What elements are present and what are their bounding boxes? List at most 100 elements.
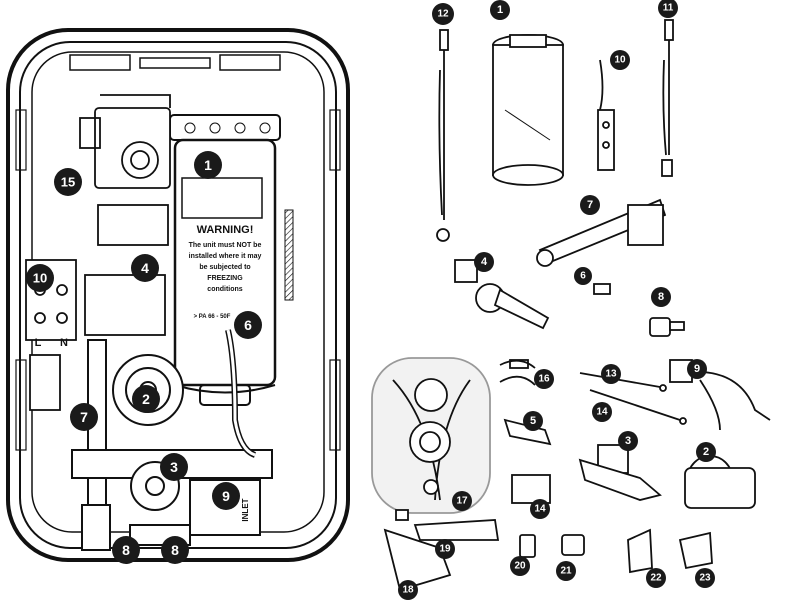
- part-leads-13-14: [579, 372, 687, 425]
- callout-marker: 1: [194, 151, 222, 179]
- callout-marker: 14: [530, 499, 550, 519]
- part-flow-valve-2: [684, 455, 756, 509]
- warning-label: WARNING! The unit must NOT be installed …: [189, 224, 262, 320]
- callout-label: 5: [530, 415, 536, 427]
- callout-marker: 4: [474, 252, 494, 272]
- callout-label: 17: [456, 496, 468, 507]
- callout-marker: 7: [580, 195, 600, 215]
- part-trim-19: [413, 519, 500, 541]
- callout-label: 14: [534, 504, 546, 515]
- callout-marker: 9: [212, 482, 240, 510]
- callout-label: 22: [650, 573, 662, 584]
- callout-marker: 21: [556, 561, 576, 581]
- part-outlet-pipe-7: [536, 198, 667, 267]
- part-thermal-lead-12: [436, 29, 450, 242]
- part-terminal-block-10: [597, 59, 615, 171]
- part-cover-20: [519, 534, 536, 558]
- callout-label: 18: [402, 585, 414, 596]
- callout-label: 8: [122, 542, 130, 558]
- part-cover-22: [627, 528, 653, 574]
- callout-marker: 6: [574, 267, 592, 285]
- callout-label: 8: [658, 291, 664, 303]
- part-block-14: [511, 474, 551, 504]
- terminal-live-label: L: [35, 337, 42, 349]
- part-clip-6: [593, 283, 611, 295]
- callout-marker: 17: [452, 491, 472, 511]
- callout-marker: 12: [432, 3, 454, 25]
- part-solenoid-3: [578, 444, 662, 501]
- callout-marker: 6: [234, 311, 262, 339]
- warning-line-2: installed where it may: [189, 253, 262, 260]
- part-lead-11: [661, 19, 674, 177]
- part-heater-tank-1: [492, 34, 564, 186]
- left-mount-strip: [15, 109, 341, 451]
- callout-marker: 8: [651, 287, 671, 307]
- callout-label: 6: [244, 317, 252, 333]
- part-pressure-switch-4: [454, 259, 550, 330]
- callout-marker: 23: [695, 568, 715, 588]
- callout-marker: 3: [618, 431, 638, 451]
- callout-marker: 3: [160, 453, 188, 481]
- shower-cutaway: WARNING! The unit must NOT be installed …: [6, 28, 350, 562]
- callout-marker: 18: [398, 580, 418, 600]
- part-solenoid-harness-9: [669, 359, 771, 431]
- callout-label: 8: [171, 542, 179, 558]
- callout-marker: 20: [510, 556, 530, 576]
- callout-marker: 11: [658, 0, 678, 18]
- pcb-housing: [84, 204, 169, 336]
- warning-line-5: conditions: [207, 286, 242, 293]
- callout-label: 10: [614, 55, 626, 66]
- callout-label: 3: [170, 459, 178, 475]
- callout-marker: 1: [490, 0, 510, 20]
- callout-label: 4: [141, 260, 149, 276]
- top-vents: [69, 54, 281, 71]
- callout-label: 9: [222, 488, 230, 504]
- callout-marker: 5: [523, 411, 543, 431]
- callout-marker: 4: [131, 254, 159, 282]
- callout-label: 2: [703, 446, 709, 458]
- callout-marker: 13: [601, 364, 621, 384]
- callout-label: 12: [437, 9, 449, 20]
- part-leads-16: [499, 359, 536, 386]
- callout-marker: 2: [132, 385, 160, 413]
- callout-label: 13: [605, 369, 617, 380]
- warning-line-4: FREEZING: [207, 275, 243, 282]
- callout-label: 11: [663, 3, 674, 14]
- callout-label: 2: [142, 391, 150, 407]
- callout-label: 6: [580, 271, 586, 282]
- part-trim-18: [383, 528, 452, 592]
- callout-label: 20: [514, 561, 526, 572]
- callout-marker: 8: [112, 536, 140, 564]
- heater-tank: [169, 114, 281, 406]
- callout-marker: 15: [54, 168, 82, 196]
- callout-label: 19: [439, 544, 451, 555]
- part-front-cover-17: [371, 357, 491, 521]
- warning-line-1: The unit must NOT be: [189, 242, 262, 249]
- callout-marker: 8: [161, 536, 189, 564]
- ip-rating: > PA 66 - 50F: [194, 314, 231, 320]
- callout-marker: 7: [70, 403, 98, 431]
- callout-label: 1: [497, 4, 503, 16]
- callout-label: 9: [694, 363, 700, 375]
- terminal-neutral-label: N: [60, 337, 68, 349]
- callout-marker: 16: [534, 369, 554, 389]
- part-cover-23: [678, 531, 713, 570]
- callout-marker: 19: [435, 539, 455, 559]
- warning-title: WARNING!: [197, 224, 254, 236]
- part-screw-8: [649, 317, 685, 337]
- warning-line-3: be subjected to: [199, 264, 250, 271]
- callout-label: 21: [560, 566, 572, 577]
- callout-label: 4: [481, 256, 488, 268]
- callout-label: 14: [596, 407, 608, 418]
- callout-label: 1: [204, 157, 212, 173]
- callout-marker: 10: [610, 50, 630, 70]
- callout-label: 3: [625, 435, 631, 447]
- cable-clamp-hatch: [284, 209, 294, 301]
- callout-label: 16: [538, 374, 550, 385]
- outlet-pipe: [81, 339, 111, 551]
- callout-marker: 22: [646, 568, 666, 588]
- callout-label: 23: [699, 573, 711, 584]
- cutaway-callouts: 1 15 4 10 6 2 7 3 9 8 8: [26, 151, 262, 564]
- parts-callouts: 12 1 11 10 7 4 6 8 16 13 9 5 14 3 2 17 1…: [398, 0, 716, 600]
